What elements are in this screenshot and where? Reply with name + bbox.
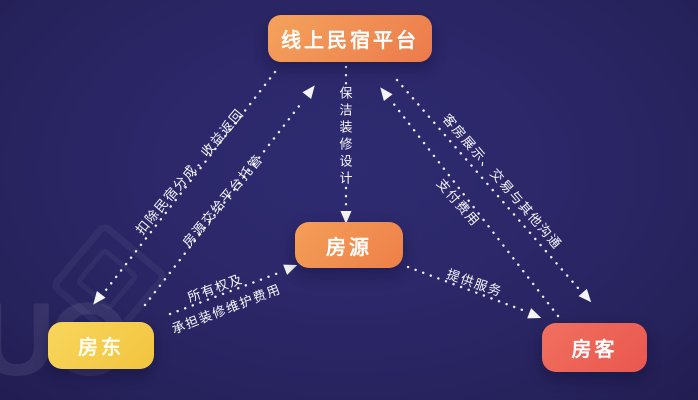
edge-serve-line <box>406 265 527 313</box>
edge-deduct-arrowhead-icon <box>93 291 106 305</box>
edge-display-arrowhead-icon <box>578 288 592 303</box>
edge-entrust-line <box>143 99 305 307</box>
node-platform: 线上民宿平台 <box>268 15 432 62</box>
edge-serve-arrowhead-icon <box>527 308 542 319</box>
edge-deduct-line <box>104 70 277 292</box>
edge-clean-arrowhead-icon <box>340 211 352 224</box>
edge-entrust-arrowhead-icon <box>302 85 315 99</box>
edge-display-line <box>395 78 580 290</box>
node-landlord: 房东 <box>48 322 154 369</box>
edge-pay-arrowhead-icon <box>380 87 393 101</box>
node-tenant: 房客 <box>542 323 647 372</box>
edge-ownership-arrowhead-icon <box>283 264 298 275</box>
edge-label-clean: 保洁装修设计 <box>337 86 353 188</box>
node-listing: 房源 <box>295 222 403 268</box>
